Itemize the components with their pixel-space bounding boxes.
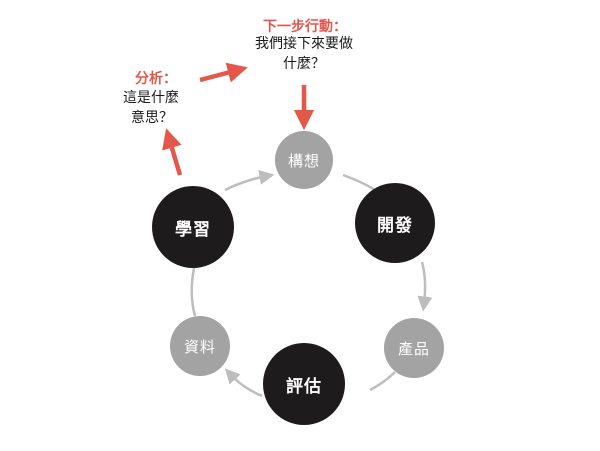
analysis-title: 分析： (135, 71, 177, 87)
connector-learn-to-ideas (224, 169, 275, 192)
node-learn-label: 學習 (175, 219, 211, 240)
connector-data-to-learn (190, 267, 197, 317)
node-ideas-label: 構想 (287, 151, 320, 170)
node-build: 開發 (355, 183, 435, 263)
node-measure-label: 評估 (286, 376, 322, 397)
connector-build-to-product (417, 261, 433, 312)
next-step-line2: 什麼？ (283, 56, 325, 72)
next-step-line1: 我們接下來要做 (255, 36, 353, 52)
node-product-label: 產品 (397, 339, 430, 358)
node-ideas: 構想 (275, 131, 333, 189)
node-product: 產品 (384, 318, 444, 378)
analysis-line2: 意思？ (131, 110, 173, 126)
arrow-analysis-to-next-step (199, 62, 248, 83)
node-build-label: 開發 (377, 215, 413, 236)
next-step-title: 下一步行動： (263, 19, 347, 35)
analysis-line1: 這是什麼 (123, 90, 179, 106)
node-learn: 學習 (152, 186, 234, 268)
connector-product-to-measure (369, 371, 396, 392)
arrow-learn-to-analysis (162, 128, 183, 176)
node-data: 資料 (170, 316, 230, 376)
node-measure: 評估 (263, 343, 345, 425)
connector-measure-to-data (224, 368, 263, 398)
node-data-label: 資料 (183, 337, 216, 356)
